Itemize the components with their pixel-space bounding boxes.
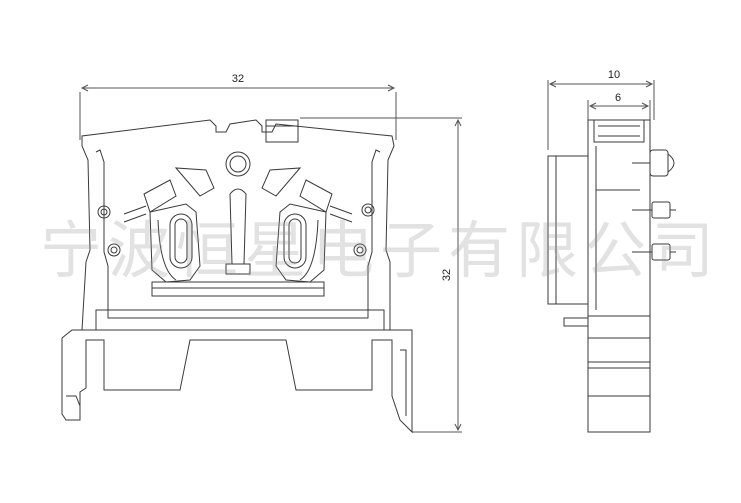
side-marker xyxy=(593,119,645,143)
height-dimension xyxy=(300,117,462,433)
side-body xyxy=(587,119,651,433)
pin-middle xyxy=(632,201,676,219)
left-spring-clamp xyxy=(123,179,201,283)
right-spring-clamp xyxy=(275,179,353,283)
inner-width-label: 6 xyxy=(615,92,621,104)
outer-width-label: 10 xyxy=(608,69,620,81)
center-slot xyxy=(229,188,247,265)
housing-outline xyxy=(81,119,395,331)
pin-top xyxy=(632,149,675,177)
din-rail-foot xyxy=(61,329,413,434)
hole-upper-left xyxy=(97,205,111,219)
front-view: 32 32 xyxy=(61,73,462,434)
width-dimension xyxy=(79,84,397,140)
base-plate xyxy=(95,309,385,331)
marker-tab xyxy=(265,119,299,143)
inner-outline xyxy=(95,149,381,319)
hole-lower-left xyxy=(107,243,121,257)
side-view: 10 6 xyxy=(547,69,676,433)
hole-lower-right xyxy=(353,243,367,257)
height-dimension-label: 32 xyxy=(441,269,453,281)
width-dimension-label: 32 xyxy=(232,73,244,85)
left-lever xyxy=(174,167,215,197)
test-hole xyxy=(225,151,251,177)
right-lever xyxy=(261,167,302,197)
bus-bar xyxy=(151,281,325,297)
hole-upper-right xyxy=(361,203,375,217)
pin-bottom xyxy=(632,243,676,261)
side-flange xyxy=(547,155,589,305)
outer-width-dimension xyxy=(547,80,655,150)
inner-width-dimension xyxy=(587,100,651,120)
